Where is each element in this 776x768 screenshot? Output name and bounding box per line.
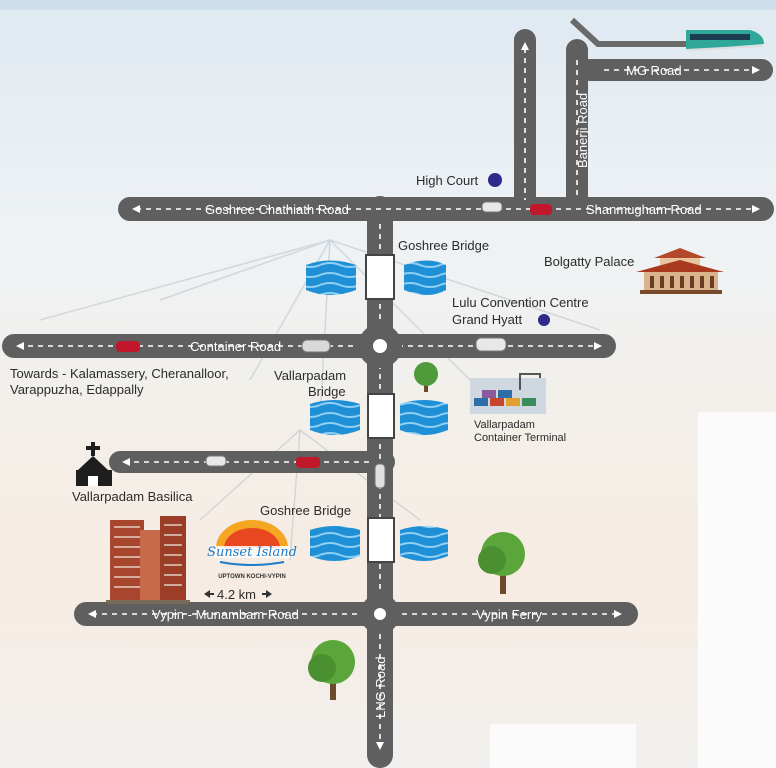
road-label-container: Container Road — [190, 339, 281, 354]
tree-icon — [414, 362, 438, 392]
palace-icon — [636, 248, 724, 294]
place-label-goshree-bridge-north: Goshree Bridge — [398, 238, 489, 253]
car-icon — [116, 201, 552, 489]
tree-icon — [308, 640, 355, 700]
bridge-goshree-north — [306, 254, 446, 300]
place-label-goshree-bridge-south: Goshree Bridge — [260, 503, 351, 518]
building-icon — [106, 516, 190, 604]
distance-label: 4.2 km — [217, 587, 256, 602]
church-icon — [76, 442, 112, 486]
bridge-vallarpadam — [310, 393, 448, 439]
road-label-lng: LNG Road — [373, 657, 388, 718]
place-label-towards-line2: Varappuzha, Edappally — [10, 382, 144, 397]
place-label-container-terminal-line1: Vallarpadam — [474, 419, 535, 431]
metro-train-icon — [685, 30, 764, 51]
place-label-lulu-line1: Lulu Convention Centre — [452, 295, 589, 310]
place-label-lulu-line2: Grand Hyatt — [452, 312, 522, 327]
project-logo: Sunset Island UPTOWN KOCHI-VYPIN — [207, 520, 297, 580]
road-label-vypin-ferry: Vypin Ferry — [476, 607, 542, 622]
white-panel-right — [698, 412, 776, 768]
bridge-goshree-south — [310, 517, 448, 563]
place-label-container-terminal-line2: Container Terminal — [474, 432, 566, 444]
project-logo-tagline: UPTOWN KOCHI-VYPIN — [218, 574, 286, 580]
road-label-shanmugham: Shanmugham Road — [586, 202, 702, 217]
white-panel-bottom — [490, 724, 636, 768]
road-label-goshree-chathiath: Goshree Chathiath Road — [205, 202, 349, 217]
place-label-vallarpadam-bridge-line1: Vallarpadam — [274, 368, 346, 383]
place-label-bolgatty-palace: Bolgatty Palace — [544, 254, 634, 269]
road-arrows — [16, 42, 760, 750]
place-label-vallarpadam-basilica: Vallarpadam Basilica — [72, 489, 193, 504]
place-label-vallarpadam-bridge-line2: Bridge — [308, 384, 346, 399]
marker-dot-icon — [538, 314, 550, 326]
project-logo-name: Sunset Island — [207, 545, 297, 560]
tree-icon — [478, 532, 525, 594]
place-label-towards-line1: Towards - Kalamassery, Cheranalloor, — [10, 366, 229, 381]
distance-indicator: 4.2 km — [204, 587, 272, 602]
container-terminal-icon — [470, 373, 546, 414]
junction-icon — [358, 324, 402, 634]
header-strip — [0, 0, 776, 10]
marker-dot-icon — [488, 173, 502, 187]
road-label-vypin-munambam: Vypin - Munambam Road — [152, 607, 299, 622]
road-label-mg: MG Road — [626, 63, 682, 78]
metro-track — [569, 17, 700, 47]
place-label-high-court: High Court — [416, 173, 479, 188]
road-label-banerji: Banerji Road — [575, 93, 590, 168]
